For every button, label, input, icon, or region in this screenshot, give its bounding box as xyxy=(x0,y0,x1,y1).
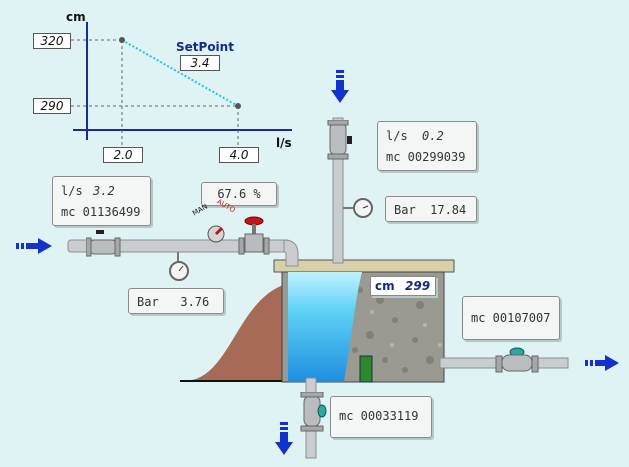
setpoint-chart xyxy=(71,22,292,148)
inlet-arrow-icon xyxy=(16,238,54,258)
top-flow-unit: l/s xyxy=(386,129,408,143)
tank xyxy=(273,259,455,383)
setpoint-point-low xyxy=(235,103,241,109)
tank-level-value: 299 xyxy=(405,279,431,293)
chart-y-high-value[interactable]: 320 xyxy=(33,33,71,49)
valve-opening-value: 67.6 % xyxy=(217,187,261,201)
top-pressure: Bar 17.84 xyxy=(394,203,467,217)
inlet-flowmeter-icon[interactable] xyxy=(85,230,122,264)
inlet-flow-unit: l/s xyxy=(61,184,83,198)
man-auto-switch-icon[interactable] xyxy=(196,210,236,248)
chart-x-high-value[interactable]: 4.0 xyxy=(219,147,259,163)
top-pressure-gauge-icon[interactable] xyxy=(352,197,374,223)
top-meter: mc 00299039 xyxy=(386,150,466,164)
earth-mound xyxy=(184,284,288,381)
chart-x-unit: l/s xyxy=(276,136,292,150)
top-flow-panel: l/s 0.2 mc 00299039 xyxy=(377,121,477,171)
tank-door xyxy=(359,355,373,383)
bottom-flowmeter-icon[interactable] xyxy=(298,391,328,436)
setpoint-value[interactable]: 3.4 xyxy=(180,55,220,71)
top-inlet-arrow-icon xyxy=(331,70,349,108)
chart-y-unit: cm xyxy=(66,10,86,24)
top-flowmeter-icon[interactable] xyxy=(326,119,354,164)
inlet-meter: mc 01136499 xyxy=(61,205,141,219)
bottom-outlet-arrow-icon xyxy=(275,422,293,460)
inlet-flow-value: 3.2 xyxy=(93,184,115,198)
bottom-outlet-panel: mc 00033119 xyxy=(330,396,432,438)
bottom-outlet-meter: mc 00033119 xyxy=(339,409,419,423)
tank-level-display: cm 299 xyxy=(370,276,436,296)
inlet-pressure-gauge-icon[interactable] xyxy=(168,260,190,286)
inlet-control-valve-icon[interactable] xyxy=(236,216,270,264)
chart-x-low-value[interactable]: 2.0 xyxy=(103,147,143,163)
chart-y-low-value[interactable]: 290 xyxy=(33,98,71,114)
inlet-pressure: Bar 3.76 xyxy=(137,295,210,309)
tank-level-unit: cm xyxy=(375,279,395,293)
water-volume xyxy=(288,272,362,382)
setpoint-label: SetPoint xyxy=(176,40,234,54)
inlet-flow-panel: l/s 3.2 mc 01136499 xyxy=(52,176,151,226)
inlet-pressure-panel: Bar 3.76 xyxy=(128,288,224,314)
right-outlet-panel: mc 00107007 xyxy=(462,296,560,340)
setpoint-point-high xyxy=(119,37,125,43)
inlet-pipe xyxy=(67,239,299,267)
right-outlet-arrow-icon xyxy=(585,355,621,375)
top-pressure-panel: Bar 17.84 xyxy=(385,196,477,222)
right-outlet-meter: mc 00107007 xyxy=(471,311,551,325)
valve-opening-panel[interactable]: 67.6 % xyxy=(201,182,277,206)
top-flow-value: 0.2 xyxy=(422,129,444,143)
right-outlet-flowmeter-icon[interactable] xyxy=(494,346,540,380)
